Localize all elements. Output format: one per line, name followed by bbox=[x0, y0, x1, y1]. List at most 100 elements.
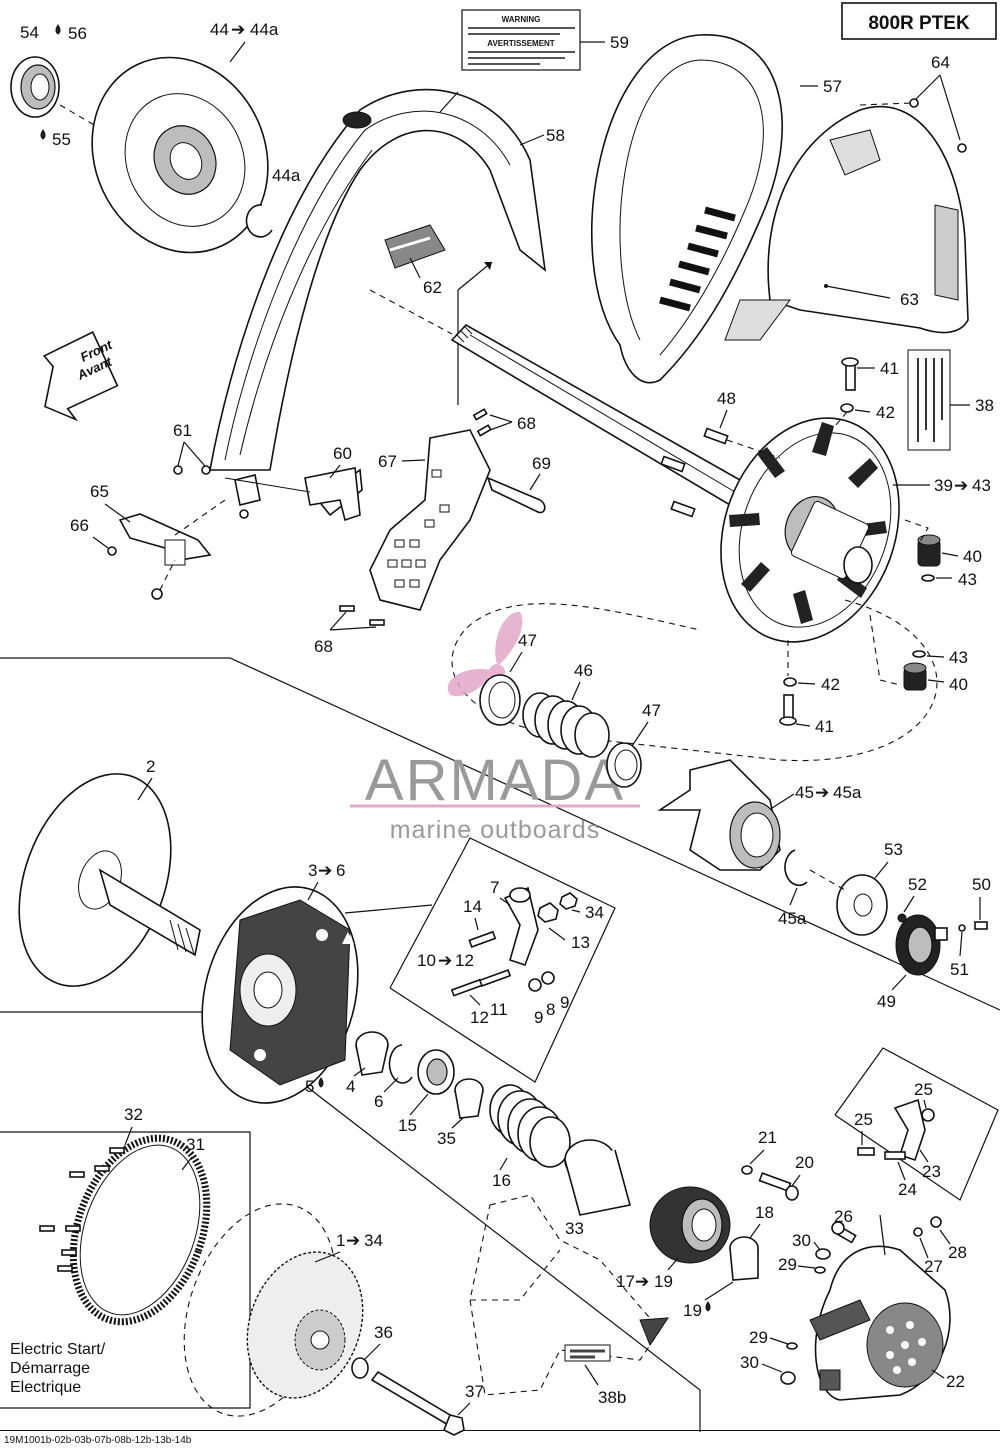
screws-32 bbox=[39, 1147, 125, 1272]
roller-40-top bbox=[917, 534, 941, 567]
washer-51 bbox=[958, 924, 966, 932]
screw-68-c bbox=[369, 619, 385, 626]
callout-53: 53 bbox=[884, 840, 903, 859]
callout-37: 37 bbox=[465, 1382, 484, 1401]
callout-38b: 38b bbox=[598, 1388, 626, 1407]
callout-56: 56 bbox=[68, 24, 87, 43]
driven-pulley-39 bbox=[720, 417, 900, 643]
callout-41-top: 41 bbox=[880, 359, 899, 378]
callout-55: 55 bbox=[52, 130, 71, 149]
front-direction-arrow bbox=[42, 331, 119, 422]
circlip-45a bbox=[784, 849, 808, 887]
callout-58: 58 bbox=[546, 126, 565, 145]
washer-21 bbox=[741, 1165, 753, 1175]
nut-52 bbox=[897, 913, 907, 923]
bolt-20 bbox=[758, 1172, 799, 1201]
bracket-60 bbox=[224, 467, 361, 522]
callout-9-a: 9 bbox=[534, 1008, 543, 1027]
seal-15 bbox=[417, 1049, 455, 1095]
callout-24: 24 bbox=[898, 1180, 917, 1199]
bolt-41-bottom bbox=[779, 694, 797, 726]
callout-36: 36 bbox=[374, 1323, 393, 1342]
callout-1: 1 bbox=[336, 1231, 345, 1250]
assembly-outline bbox=[451, 599, 938, 762]
callout-46: 46 bbox=[574, 661, 593, 680]
callout-20: 20 bbox=[795, 1153, 814, 1172]
arrow-glyph: ➔ bbox=[438, 951, 452, 970]
nut-66 bbox=[151, 588, 163, 600]
arrow-glyph: ➔ bbox=[815, 783, 829, 802]
cover-49 bbox=[895, 914, 948, 976]
lubricant-drop-icon bbox=[55, 24, 61, 35]
model-box bbox=[841, 2, 997, 40]
arrow-glyph: ➔ bbox=[954, 476, 968, 495]
callout-4: 4 bbox=[346, 1077, 355, 1096]
callout-14: 14 bbox=[463, 897, 482, 916]
screw-68 bbox=[472, 408, 492, 437]
callout-15: 15 bbox=[398, 1116, 417, 1135]
callout-63: 63 bbox=[900, 290, 919, 309]
callout-34-b: 34 bbox=[364, 1231, 383, 1250]
callout-42-top: 42 bbox=[876, 403, 895, 422]
callout-42-bottom: 42 bbox=[821, 675, 840, 694]
washers-8-9 bbox=[528, 971, 555, 992]
callout-25-b: 25 bbox=[854, 1110, 873, 1129]
spider-17 bbox=[649, 1186, 731, 1264]
fixed-sheave-2 bbox=[18, 773, 201, 987]
washer-43-b bbox=[912, 650, 926, 658]
callout-33: 33 bbox=[565, 1219, 584, 1238]
callout-30-b: 30 bbox=[740, 1353, 759, 1372]
plug-30-b bbox=[780, 1371, 796, 1385]
callout-47-left: 47 bbox=[518, 631, 537, 650]
pin-69 bbox=[486, 476, 546, 514]
oring-29-b bbox=[786, 1342, 798, 1350]
callout-40-top: 40 bbox=[963, 547, 982, 566]
watermark-brand: ARMADA bbox=[365, 748, 625, 813]
callout-43-range: 43 bbox=[972, 476, 991, 495]
diagram-code: 19M1001b-02b-03b-07b-08b-12b-13b-14b bbox=[4, 1435, 192, 1446]
bolt-41-top bbox=[841, 357, 859, 391]
callout-17: 17 bbox=[616, 1272, 635, 1291]
bushing-4 bbox=[355, 1031, 389, 1076]
spring-16 bbox=[489, 1084, 571, 1168]
callout-12-top: 12 bbox=[455, 951, 474, 970]
callout-23: 23 bbox=[922, 1162, 941, 1181]
bracket-38b bbox=[469, 1194, 669, 1396]
callout-67: 67 bbox=[378, 452, 397, 471]
callout-19-top: 19 bbox=[654, 1272, 673, 1291]
electric-start-line1: Electric Start/ bbox=[10, 1341, 106, 1358]
svg-text:AVERTISSEMENT: AVERTISSEMENT bbox=[487, 39, 555, 48]
washer-28 bbox=[930, 1216, 942, 1228]
callout-13: 13 bbox=[571, 933, 590, 952]
screw-66 bbox=[107, 546, 117, 556]
housing-22 bbox=[809, 1245, 951, 1401]
callout-52: 52 bbox=[908, 875, 927, 894]
drive-belt-57 bbox=[591, 34, 783, 384]
callout-2: 2 bbox=[146, 757, 155, 776]
pin-48 bbox=[660, 427, 729, 518]
electric-start-line3: Electrique bbox=[10, 1379, 81, 1396]
nut-34 bbox=[537, 892, 578, 923]
callout-41-bottom: 41 bbox=[815, 717, 834, 736]
arrow-glyph: ➔ bbox=[231, 20, 245, 39]
washer-27 bbox=[913, 1227, 923, 1237]
callout-6: 6 bbox=[374, 1092, 383, 1111]
driven-sheave-44 bbox=[91, 56, 269, 254]
bushing-35 bbox=[454, 1078, 484, 1119]
callout-32: 32 bbox=[124, 1105, 143, 1124]
washer-43 bbox=[921, 574, 935, 582]
circlip-6 bbox=[388, 1044, 413, 1084]
callout-69: 69 bbox=[532, 454, 551, 473]
callout-54: 54 bbox=[20, 23, 39, 42]
callout-43-mid: 43 bbox=[949, 648, 968, 667]
callout-51: 51 bbox=[950, 960, 969, 979]
bolt-37 bbox=[370, 1370, 465, 1436]
callout-29-a: 29 bbox=[778, 1255, 797, 1274]
callout-12: 12 bbox=[470, 1008, 489, 1027]
screw-25 bbox=[857, 1147, 875, 1156]
callout-59: 59 bbox=[610, 33, 629, 52]
section-lines bbox=[0, 657, 1000, 1432]
callout-38: 38 bbox=[975, 396, 994, 415]
ring-47-left bbox=[479, 674, 521, 726]
pin-14 bbox=[468, 930, 497, 948]
